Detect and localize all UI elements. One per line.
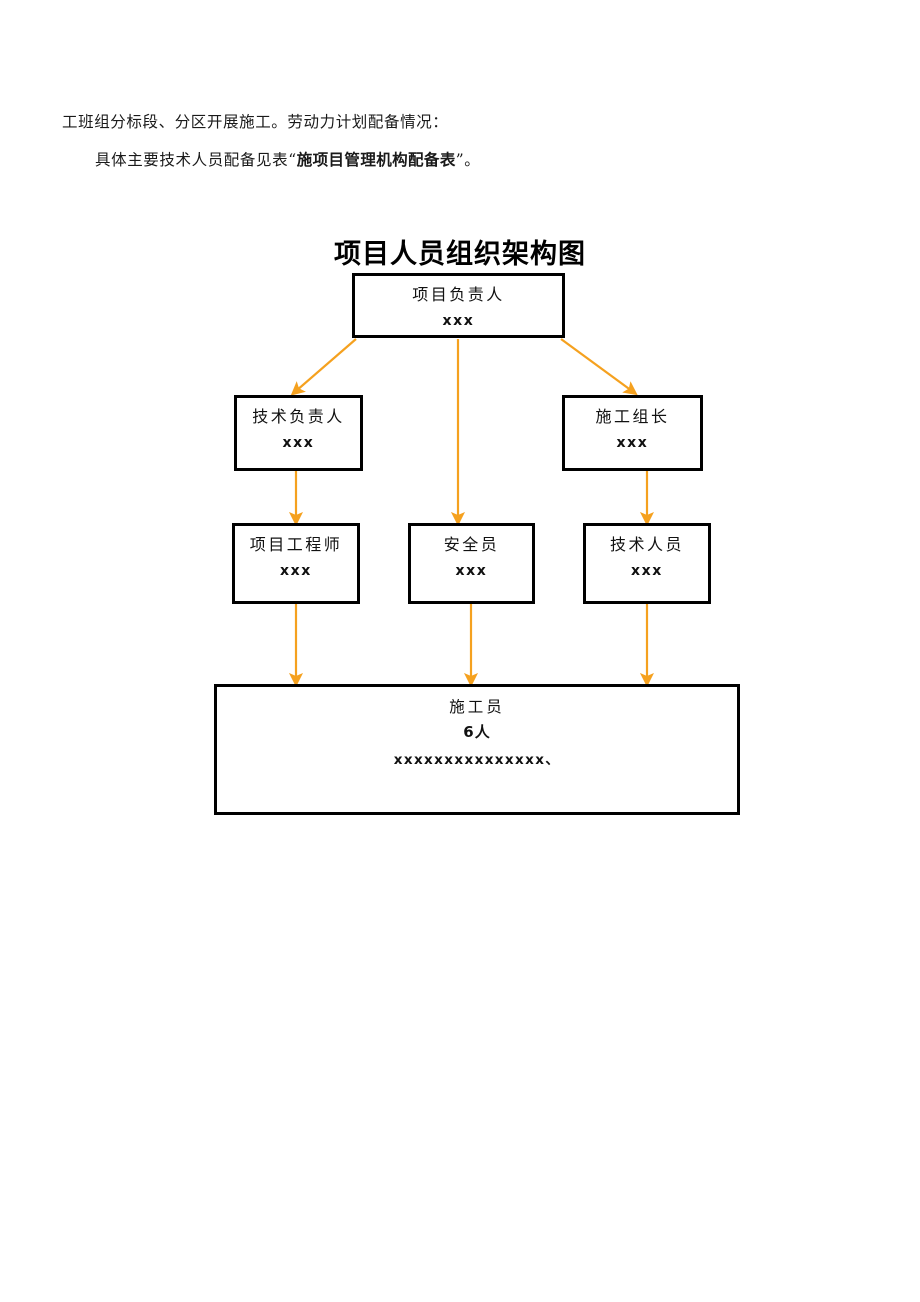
org-node-crew-lead-name: xxx: [616, 434, 649, 451]
org-node-director[interactable]: 项目负责人 xxx: [352, 273, 565, 338]
org-node-project-engineer-role: 项目工程师: [249, 535, 343, 554]
org-node-workers-count: 6人: [463, 722, 491, 741]
org-node-director-name: xxx: [442, 312, 475, 329]
org-node-construction-workers[interactable]: 施工员 6人 xxxxxxxxxxxxxxx、: [214, 684, 740, 815]
org-node-technical-staff[interactable]: 技术人员 xxx: [583, 523, 711, 604]
org-node-safety-officer[interactable]: 安全员 xxx: [408, 523, 535, 604]
paragraph-prefix: 具体主要技术人员配备见表“: [95, 151, 297, 169]
org-node-safety-officer-role: 安全员: [443, 535, 500, 554]
paragraph-labor-plan: 工班组分标段、分区开展施工。劳动力计划配备情况：: [62, 113, 449, 131]
org-node-workers-names: xxxxxxxxxxxxxxx、: [393, 751, 561, 768]
paragraph-suffix: ”。: [455, 151, 481, 169]
org-node-crew-lead[interactable]: 施工组长 xxx: [562, 395, 703, 471]
org-node-technical-staff-name: xxx: [631, 562, 663, 579]
org-node-project-engineer-name: xxx: [280, 562, 312, 579]
table-name-emphasis: 施项目管理机构配备表: [296, 150, 456, 169]
org-node-safety-officer-name: xxx: [455, 562, 488, 579]
org-node-crew-lead-role: 施工组长: [595, 407, 670, 426]
org-node-tech-lead[interactable]: 技术负责人 xxx: [234, 395, 363, 471]
connector-director-to-crew-lead: [560, 338, 638, 396]
connector-director-to-tech-lead: [290, 338, 357, 396]
org-node-tech-lead-role: 技术负责人: [252, 407, 345, 426]
org-node-project-engineer[interactable]: 项目工程师 xxx: [232, 523, 360, 604]
paragraph-staffing-table-ref: 具体主要技术人员配备见表“施项目管理机构配备表”。: [95, 148, 480, 170]
chart-title: 项目人员组织架构图: [334, 239, 586, 270]
org-node-tech-lead-name: xxx: [282, 434, 315, 451]
org-node-workers-role: 施工员: [449, 698, 505, 716]
org-node-technical-staff-role: 技术人员: [609, 535, 684, 554]
org-node-director-role: 项目负责人: [412, 285, 505, 304]
